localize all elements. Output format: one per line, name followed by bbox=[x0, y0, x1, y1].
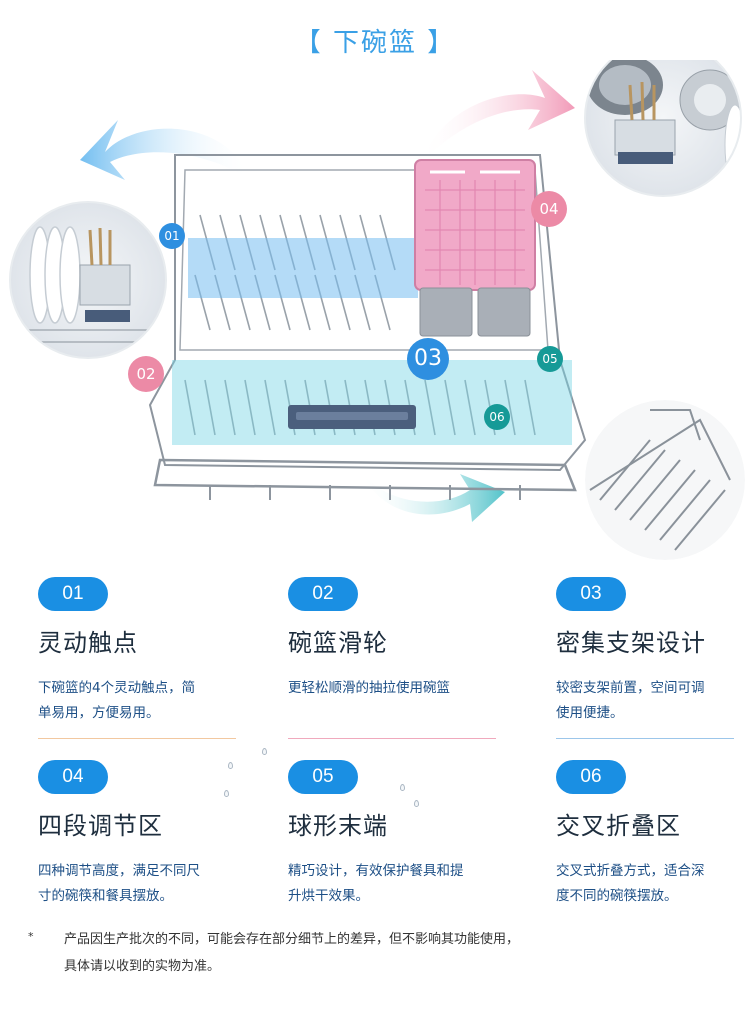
feature-06: 06 交叉折叠区 交叉式折叠方式，适合深度不同的碗筷摆放。 bbox=[556, 760, 746, 909]
page-title: 【 下碗篮 】 bbox=[294, 28, 456, 58]
rack-feet bbox=[209, 485, 521, 500]
divider-left bbox=[38, 738, 236, 739]
feature-name: 球形末端 bbox=[288, 812, 388, 840]
feature-number-badge: 03 bbox=[556, 577, 626, 611]
feature-name: 灵动触点 bbox=[38, 629, 138, 657]
callout-06: 06 bbox=[484, 404, 510, 430]
footnote-line: 产品因生产批次的不同，可能会存在部分细节上的差异，但不影响其功能使用， bbox=[64, 932, 520, 947]
feature-name: 四段调节区 bbox=[38, 812, 163, 840]
feature-05: 05 球形末端 精巧设计，有效保护餐具和提升烘干效果。 bbox=[288, 760, 498, 909]
feature-description: 交叉式折叠方式，适合深度不同的碗筷摆放。 bbox=[556, 863, 705, 904]
feature-number-badge: 02 bbox=[288, 577, 358, 611]
feature-description: 精巧设计，有效保护餐具和提升烘干效果。 bbox=[288, 863, 464, 904]
feature-01: 01 灵动触点 下碗篮的4个灵动触点，简单易用，方便易用。 bbox=[38, 577, 248, 726]
feature-02: 02 碗篮滑轮 更轻松顺滑的抽拉使用碗篮 bbox=[288, 577, 498, 701]
callout-04: 04 bbox=[531, 191, 567, 227]
callout-03: 03 bbox=[407, 338, 449, 380]
callout-01: 01 bbox=[159, 223, 185, 249]
feature-number-badge: 04 bbox=[38, 760, 108, 794]
pink-arrow bbox=[420, 70, 575, 165]
feature-number-badge: 01 bbox=[38, 577, 108, 611]
zone-03-highlight bbox=[172, 360, 572, 445]
feature-description: 更轻松顺滑的抽拉使用碗篮 bbox=[288, 680, 450, 696]
callout-05: 05 bbox=[537, 346, 563, 372]
feature-03: 03 密集支架设计 较密支架前置，空间可调使用便捷。 bbox=[556, 577, 746, 726]
feature-name: 密集支架设计 bbox=[556, 629, 706, 657]
blue-arrow bbox=[80, 120, 250, 180]
inset-right-bottom bbox=[585, 400, 745, 560]
rack-drawing bbox=[9, 60, 745, 560]
feature-number-badge: 05 bbox=[288, 760, 358, 794]
zone-01-highlight bbox=[188, 238, 418, 298]
feature-description: 下碗篮的4个灵动触点，简单易用，方便易用。 bbox=[38, 680, 196, 721]
feature-number-badge: 06 bbox=[556, 760, 626, 794]
feature-04: 04 四段调节区 四种调节高度，满足不同尺寸的碗筷和餐具摆放。 bbox=[38, 760, 248, 909]
divider-right bbox=[556, 738, 734, 739]
feature-name: 交叉折叠区 bbox=[556, 812, 681, 840]
feature-name: 碗篮滑轮 bbox=[288, 629, 388, 657]
inset-right-top bbox=[585, 60, 741, 196]
feature-description: 较密支架前置，空间可调使用便捷。 bbox=[556, 680, 705, 721]
rack-illustration: 01 02 03 04 05 06 bbox=[0, 60, 750, 560]
callout-02: 02 bbox=[128, 356, 164, 392]
inset-left bbox=[10, 202, 166, 358]
footnote-line: 具体请以收到的实物为准。 bbox=[64, 959, 221, 974]
footnote-asterisk: * bbox=[28, 930, 34, 943]
feature-description: 四种调节高度，满足不同尺寸的碗筷和餐具摆放。 bbox=[38, 863, 200, 904]
divider-middle bbox=[288, 738, 496, 739]
cutlery-basket bbox=[414, 159, 536, 337]
teal-arrow bbox=[360, 470, 505, 522]
